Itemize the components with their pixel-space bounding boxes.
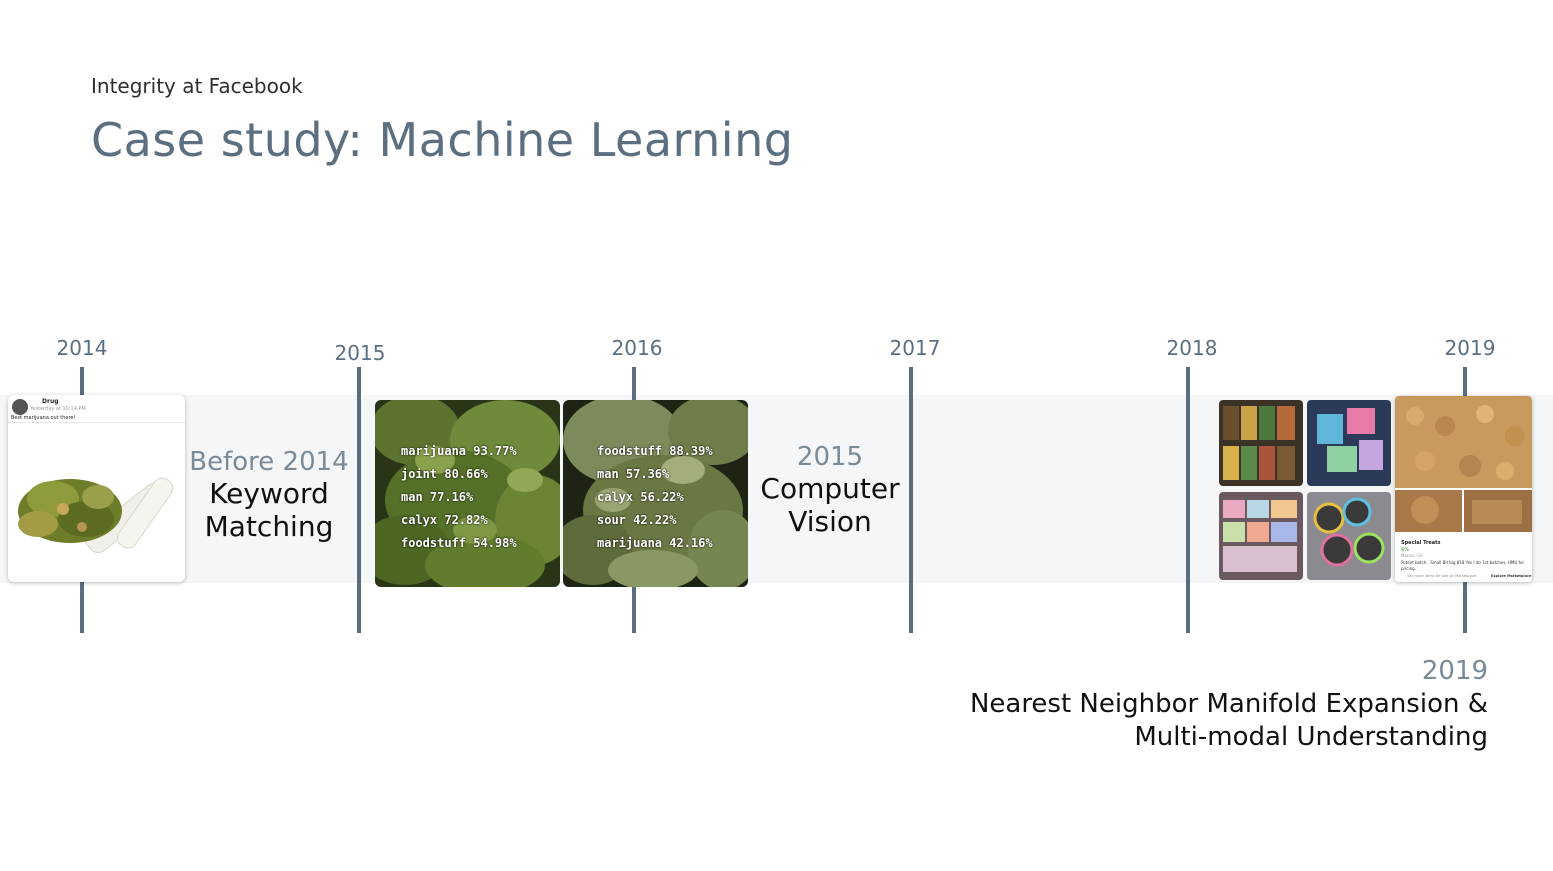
milestone-nn-year: 2019 <box>1421 656 1488 686</box>
cannabis-photo-1 <box>375 400 560 587</box>
post-text: Best marijuana out there! <box>11 415 76 421</box>
listing-price: $% <box>1401 547 1409 553</box>
page-title: Case study: Machine Learning <box>91 113 794 167</box>
photo-packs-1 <box>1219 400 1303 486</box>
listing-description: Potent batch . Small Bit big 818 Yes I d… <box>1401 560 1525 571</box>
listing-photo-main <box>1395 396 1532 488</box>
listing-photo-3 <box>1464 490 1532 532</box>
subtitle: Integrity at Facebook <box>91 74 303 98</box>
cannabis-photo-2 <box>563 400 748 587</box>
tick-2017 <box>909 367 913 633</box>
milestone-cv-year: 2015 <box>796 442 864 472</box>
year-label-2015: 2015 <box>334 341 386 365</box>
tick-2015 <box>357 367 361 633</box>
milestone-cv: 2015 Computer Vision <box>740 442 920 538</box>
post-photo <box>8 439 185 579</box>
cv-label: foodstuff 54.98% <box>401 536 517 550</box>
post-card: Drug Yesterday at 10:14 PM Best marijuan… <box>8 395 185 582</box>
milestone-nn-line1: Nearest Neighbor Manifold Expansion & <box>969 689 1488 719</box>
cv-label: joint 80.66% <box>401 467 488 481</box>
divider <box>8 422 185 423</box>
year-label-2017: 2017 <box>889 336 941 360</box>
cv-label: marijuana 93.77% <box>401 444 517 458</box>
explore-marketplace-button[interactable]: Explore Marketplace <box>1491 574 1532 578</box>
year-label-2014: 2014 <box>56 336 108 360</box>
year-label-2016: 2016 <box>611 336 663 360</box>
cv-panel-1: marijuana 93.77% joint 80.66% man 77.16%… <box>375 400 560 587</box>
cv-label: sour 42.22% <box>597 513 677 527</box>
cv-label: marijuana 42.16% <box>597 536 713 550</box>
listing-location: Macon, GA <box>1401 553 1423 558</box>
photo-packs-2 <box>1307 400 1391 486</box>
milestone-keyword: Before 2014 Keyword Matching <box>170 447 368 543</box>
listing-footer: See more items for sale on Marketplace <box>1407 574 1477 578</box>
year-label-2019: 2019 <box>1444 336 1496 360</box>
cv-label: man 57.36% <box>597 467 670 481</box>
post-meta: Yesterday at 10:14 PM <box>30 406 86 412</box>
listing-card: Special Treats $% Macon, GA Potent batch… <box>1395 396 1532 582</box>
photo-jars <box>1307 492 1391 580</box>
cv-label: calyx 72.82% <box>401 513 488 527</box>
cv-label: man 77.16% <box>401 490 474 504</box>
cv-label: foodstuff 88.39% <box>597 444 713 458</box>
milestone-cv-line1: Computer <box>760 472 900 505</box>
post-author: Drug <box>42 398 59 405</box>
milestone-keyword-line1: Keyword <box>209 477 329 510</box>
listing-photo-2 <box>1395 490 1462 532</box>
tick-2018 <box>1186 367 1190 633</box>
milestone-cv-line2: Vision <box>788 505 872 538</box>
listing-title: Special Treats <box>1401 540 1441 546</box>
cv-labels-2: foodstuff 88.39% man 57.36% calyx 56.22%… <box>597 440 713 555</box>
milestone-keyword-year: Before 2014 <box>189 447 349 477</box>
milestone-keyword-line2: Matching <box>204 510 334 543</box>
milestone-nn-line2: Multi-modal Understanding <box>1134 722 1488 752</box>
cv-panel-2: foodstuff 88.39% man 57.36% calyx 56.22%… <box>563 400 748 587</box>
avatar <box>12 399 28 415</box>
milestone-nn: 2019 Nearest Neighbor Manifold Expansion… <box>900 654 1488 754</box>
year-label-2018: 2018 <box>1166 336 1218 360</box>
photo-packs-3 <box>1219 492 1303 580</box>
cv-label: calyx 56.22% <box>597 490 684 504</box>
cv-labels-1: marijuana 93.77% joint 80.66% man 77.16%… <box>401 440 517 555</box>
